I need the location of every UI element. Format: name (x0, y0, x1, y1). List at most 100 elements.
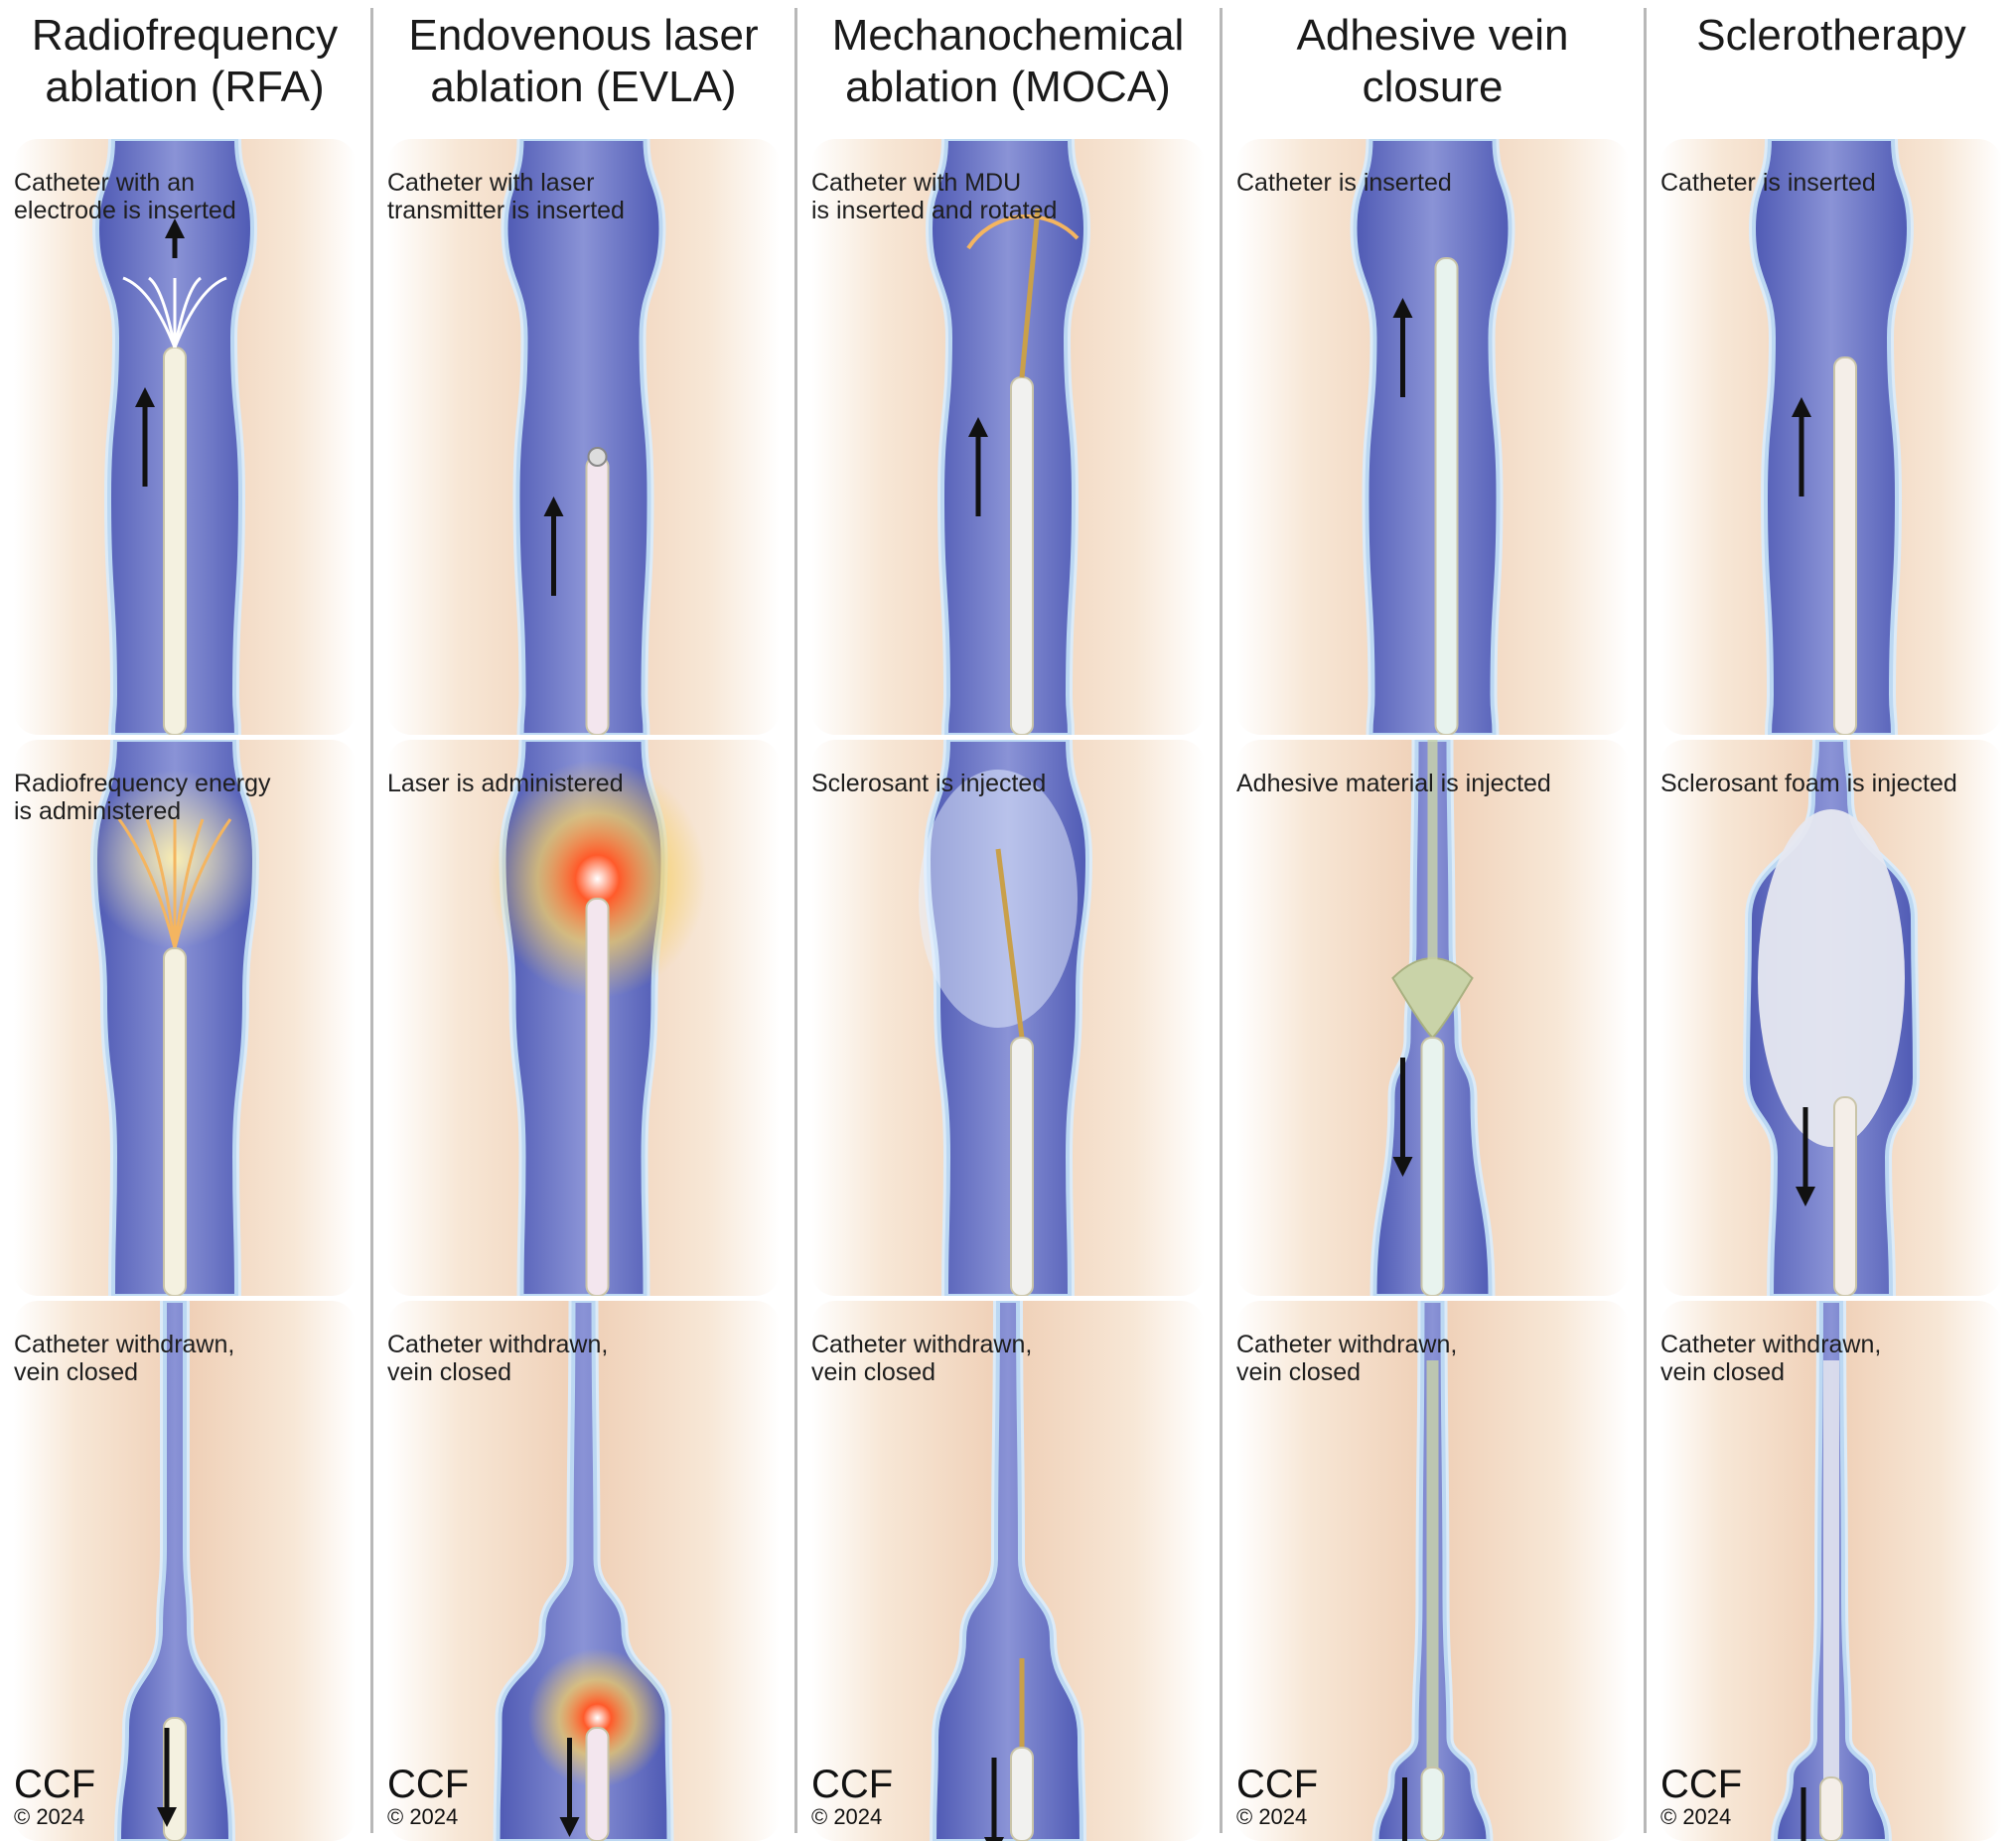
catheter (1819, 1776, 1843, 1841)
vein-illustration (1660, 740, 2002, 1296)
direction-arrow-up (135, 387, 155, 487)
catheter (1420, 1037, 1445, 1296)
copyright-year: © 2024 (1236, 1804, 1308, 1829)
copyright-year: © 2024 (14, 1804, 85, 1829)
electrode-prongs (122, 276, 227, 349)
stage-caption-line: Catheter with laser (387, 169, 595, 197)
vein-illustration (14, 1301, 356, 1841)
stage-caption-line: is administered (14, 797, 182, 825)
direction-arrow-down (559, 1738, 580, 1837)
procedure-stage: Sclerosant foam is injected (1647, 740, 2016, 1296)
stage-caption-line: vein closed (387, 1358, 512, 1386)
direction-arrow-up (543, 496, 564, 596)
catheter (1010, 376, 1034, 735)
stage-caption-line: Catheter with an (14, 169, 196, 197)
vein-illustration (1236, 740, 1629, 1296)
mdu-wire (995, 848, 1025, 1039)
stage-caption: Laser is administered (387, 770, 624, 797)
vein-illustration (811, 1301, 1205, 1841)
column-title: Sclerotherapy (1647, 10, 2016, 62)
direction-arrow-down (1800, 1787, 1806, 1841)
ccf-credit: CCF© 2024 (14, 1764, 95, 1829)
ccf-credit: CCF© 2024 (1660, 1764, 1742, 1829)
catheter (1434, 257, 1459, 735)
direction-arrow-down (1796, 1107, 1815, 1206)
direction-arrow-down (1392, 1058, 1413, 1177)
stage-caption: Catheter is inserted (1660, 169, 1876, 197)
ccf-credit: CCF© 2024 (811, 1764, 893, 1829)
column-divider (1644, 8, 1647, 1833)
column-title-line: closure (1362, 63, 1504, 111)
vein-illustration (14, 740, 356, 1296)
foam-trail (1823, 1360, 1839, 1797)
vein-illustration (1236, 1301, 1629, 1841)
stage-caption-line: vein closed (14, 1358, 139, 1386)
direction-arrow-down (1402, 1777, 1407, 1841)
ccf-credit: CCF© 2024 (387, 1764, 469, 1829)
column-title-line: Sclerotherapy (1696, 11, 1966, 60)
column-divider (370, 8, 373, 1833)
stage-caption-line: Radiofrequency energy (14, 770, 271, 797)
catheter (163, 947, 187, 1296)
vein-illustration (387, 1301, 780, 1841)
vein-illustration (1236, 139, 1629, 735)
vein-illustration (387, 139, 780, 735)
stage-caption: Sclerosant is injected (811, 770, 1046, 797)
sclerosant-cloud (919, 770, 1078, 1028)
stage-caption-line: vein closed (1236, 1358, 1362, 1386)
catheter (163, 347, 187, 735)
laser-glow (527, 1648, 667, 1787)
direction-arrow-down (984, 1758, 1004, 1841)
stage-caption-line: Sclerosant is injected (811, 770, 1047, 797)
ccf-logo: CCF (1236, 1763, 1319, 1806)
rotation-arc (966, 213, 1080, 250)
stage-caption: Catheter is inserted (1236, 169, 1452, 197)
vein-illustration (387, 740, 780, 1296)
vein-lumen (928, 139, 1088, 735)
stage-caption-line: electrode is inserted (14, 197, 236, 224)
laser-glow (488, 760, 707, 998)
stage-caption-line: Adhesive material is injected (1236, 770, 1551, 797)
stage-caption: Catheter withdrawn,vein closed (14, 1331, 234, 1386)
mdu-wire (1019, 208, 1041, 378)
vein-illustration (1660, 1301, 2002, 1841)
catheter (1833, 356, 1857, 735)
vein-illustration (14, 139, 356, 735)
stage-caption-line: Catheter withdrawn, (811, 1331, 1033, 1358)
ccf-logo: CCF (811, 1763, 894, 1806)
stage-caption-line: Catheter withdrawn, (1660, 1331, 1882, 1358)
procedure-stage: Catheter is inserted (1647, 139, 2016, 735)
column-title-line: Endovenous laser (408, 11, 759, 60)
ccf-logo: CCF (1660, 1763, 1743, 1806)
column-title-line: ablation (RFA) (45, 63, 325, 111)
column-title-line: Mechanochemical (831, 11, 1185, 60)
stage-caption-line: Catheter withdrawn, (387, 1331, 609, 1358)
direction-arrow-up (1392, 298, 1413, 397)
stage-caption-line: Catheter with MDU (811, 169, 1022, 197)
vein-illustration (811, 139, 1205, 735)
copyright-year: © 2024 (811, 1804, 883, 1829)
catheter (1420, 1767, 1445, 1841)
sclerosant-foam (1758, 809, 1905, 1147)
catheter (1010, 1747, 1034, 1841)
copyright-year: © 2024 (387, 1804, 459, 1829)
column-divider (1220, 8, 1223, 1833)
vein-illustration (811, 740, 1205, 1296)
catheter (1010, 1037, 1034, 1296)
vein-lumen (116, 1301, 233, 1841)
stage-caption: Catheter withdrawn,vein closed (387, 1331, 608, 1386)
